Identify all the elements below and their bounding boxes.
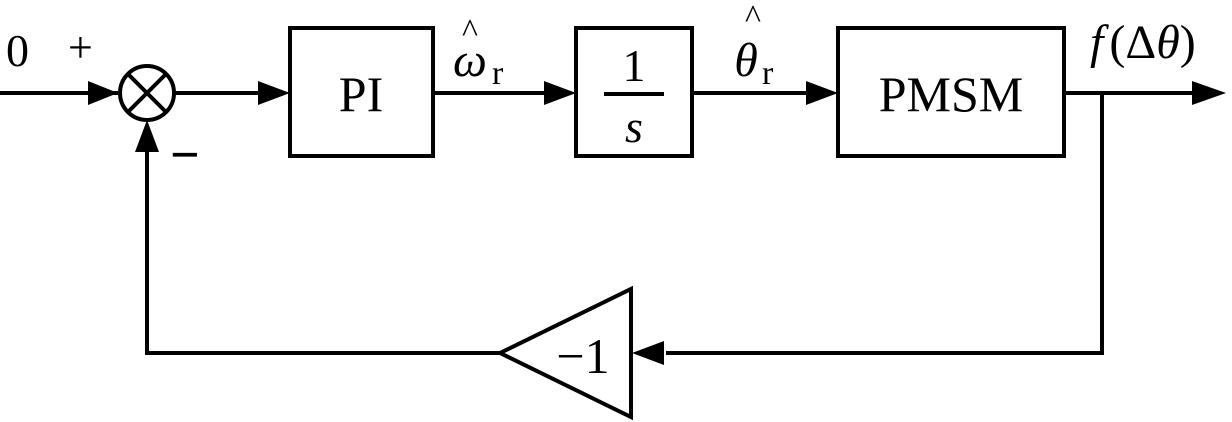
- output-paren-close: ): [1180, 16, 1196, 69]
- pmsm-block-label: PMSM: [879, 66, 1024, 122]
- input-value-label: 0: [6, 25, 29, 76]
- omega-subscript: r: [492, 55, 504, 92]
- output-arrowhead: [1192, 81, 1226, 105]
- omega-symbol: ω: [453, 34, 487, 87]
- input-arrowhead: [88, 81, 118, 105]
- output-delta: Δ: [1125, 16, 1156, 69]
- pi-to-integrator-arrowhead: [544, 81, 576, 105]
- output-func: f: [1090, 16, 1109, 69]
- theta-hat: ^: [745, 0, 761, 36]
- plus-sign-label: +: [68, 23, 93, 72]
- omega-hat: ^: [462, 13, 478, 50]
- integrator-denominator: s: [625, 101, 643, 152]
- output-var: θ: [1156, 16, 1180, 69]
- theta-symbol: θ: [734, 34, 758, 87]
- pi-block: [288, 26, 435, 158]
- feedback-gain-label: −1: [556, 328, 609, 384]
- feedback-to-sum-arrowhead: [135, 120, 159, 152]
- feedback-gain-block: [495, 285, 633, 421]
- feedback-path-left: [145, 148, 500, 355]
- integrator-numerator: 1: [623, 40, 646, 91]
- pi-block-label: PI: [339, 66, 383, 122]
- sum-to-pi-arrowhead: [258, 81, 290, 105]
- feedback-arrowhead: [632, 341, 664, 365]
- feedback-path-right: [666, 93, 1104, 355]
- output-signal-label: f(Δθ): [1090, 16, 1196, 69]
- theta-subscript: r: [762, 55, 774, 92]
- output-paren-open: (: [1109, 16, 1125, 69]
- minus-sign-label: −: [170, 127, 200, 184]
- summing-junction-cross-b: [126, 72, 168, 114]
- pmsm-block: [836, 26, 1066, 158]
- integrator-to-pmsm-arrowhead: [806, 81, 838, 105]
